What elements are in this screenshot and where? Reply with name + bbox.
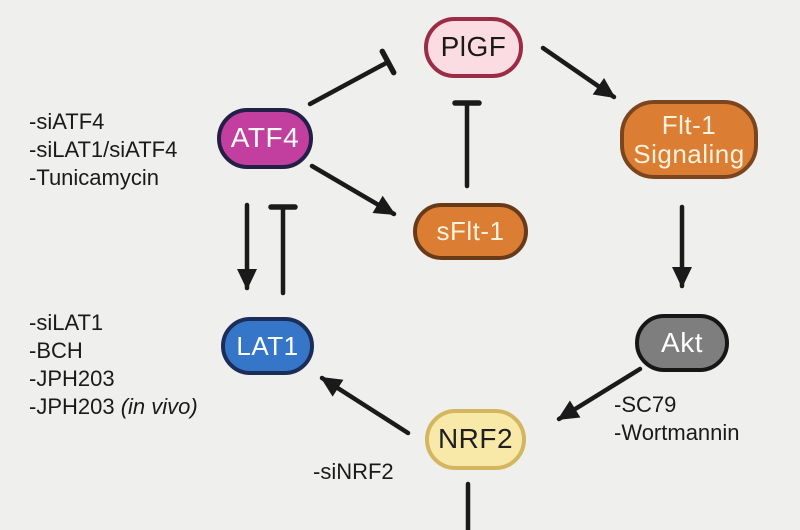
node-flt1-signaling: Flt-1 Signaling [620,100,758,179]
node-plgf: PlGF [424,17,523,78]
akt-modulator-labels: -SC79 -Wortmannin [614,391,740,447]
node-plgf-label: PlGF [440,31,507,63]
label-silat1: -siLAT1 [29,310,104,335]
nrf2-inhibitor-label: -siNRF2 [313,458,394,486]
arrow-atf4-to-sflt1 [309,163,397,217]
label-bch: -BCH [29,338,83,363]
arrow-plgf-to-flt1 [540,45,617,100]
label-tunicamycin: -Tunicamycin [29,165,159,190]
label-jph203: -JPH203 [29,366,115,391]
node-lat1: LAT1 [221,317,314,375]
node-lat1-label: LAT1 [236,330,299,361]
node-nrf2: NRF2 [425,409,526,470]
lat1-inhibitor-labels: -siLAT1 -BCH -JPH203 -JPH203 (in vivo) [29,309,198,421]
node-flt1-label-line2: Signaling [633,138,745,169]
node-akt-label: Akt [661,326,703,358]
node-sflt1-label: sFlt-1 [436,216,505,247]
node-atf4: ATF4 [217,108,313,169]
inhibition-atf4-to-plgf [307,48,397,107]
atf4-inhibitor-labels: -siATF4 -siLAT1/siATF4 -Tunicamycin [29,108,177,192]
label-wortmannin: -Wortmannin [614,420,740,445]
label-siatf4: -siATF4 [29,109,105,134]
label-jph203-invivo: -JPH203 (in vivo) [29,394,198,419]
label-sc79: -SC79 [614,392,677,417]
arrow-akt-to-nrf2 [556,366,643,422]
arrow-nrf2-to-lat1 [319,375,411,436]
node-akt: Akt [635,314,729,372]
node-sflt1: sFlt-1 [413,203,528,260]
node-nrf2-label: NRF2 [437,423,514,455]
label-sinrf2: -siNRF2 [313,459,394,484]
label-invivo-italic: (in vivo) [120,394,198,419]
node-flt1-label-line1: Flt-1 [661,110,717,141]
label-silat1siatf4: -siLAT1/siATF4 [29,137,178,162]
node-atf4-label: ATF4 [230,122,300,154]
